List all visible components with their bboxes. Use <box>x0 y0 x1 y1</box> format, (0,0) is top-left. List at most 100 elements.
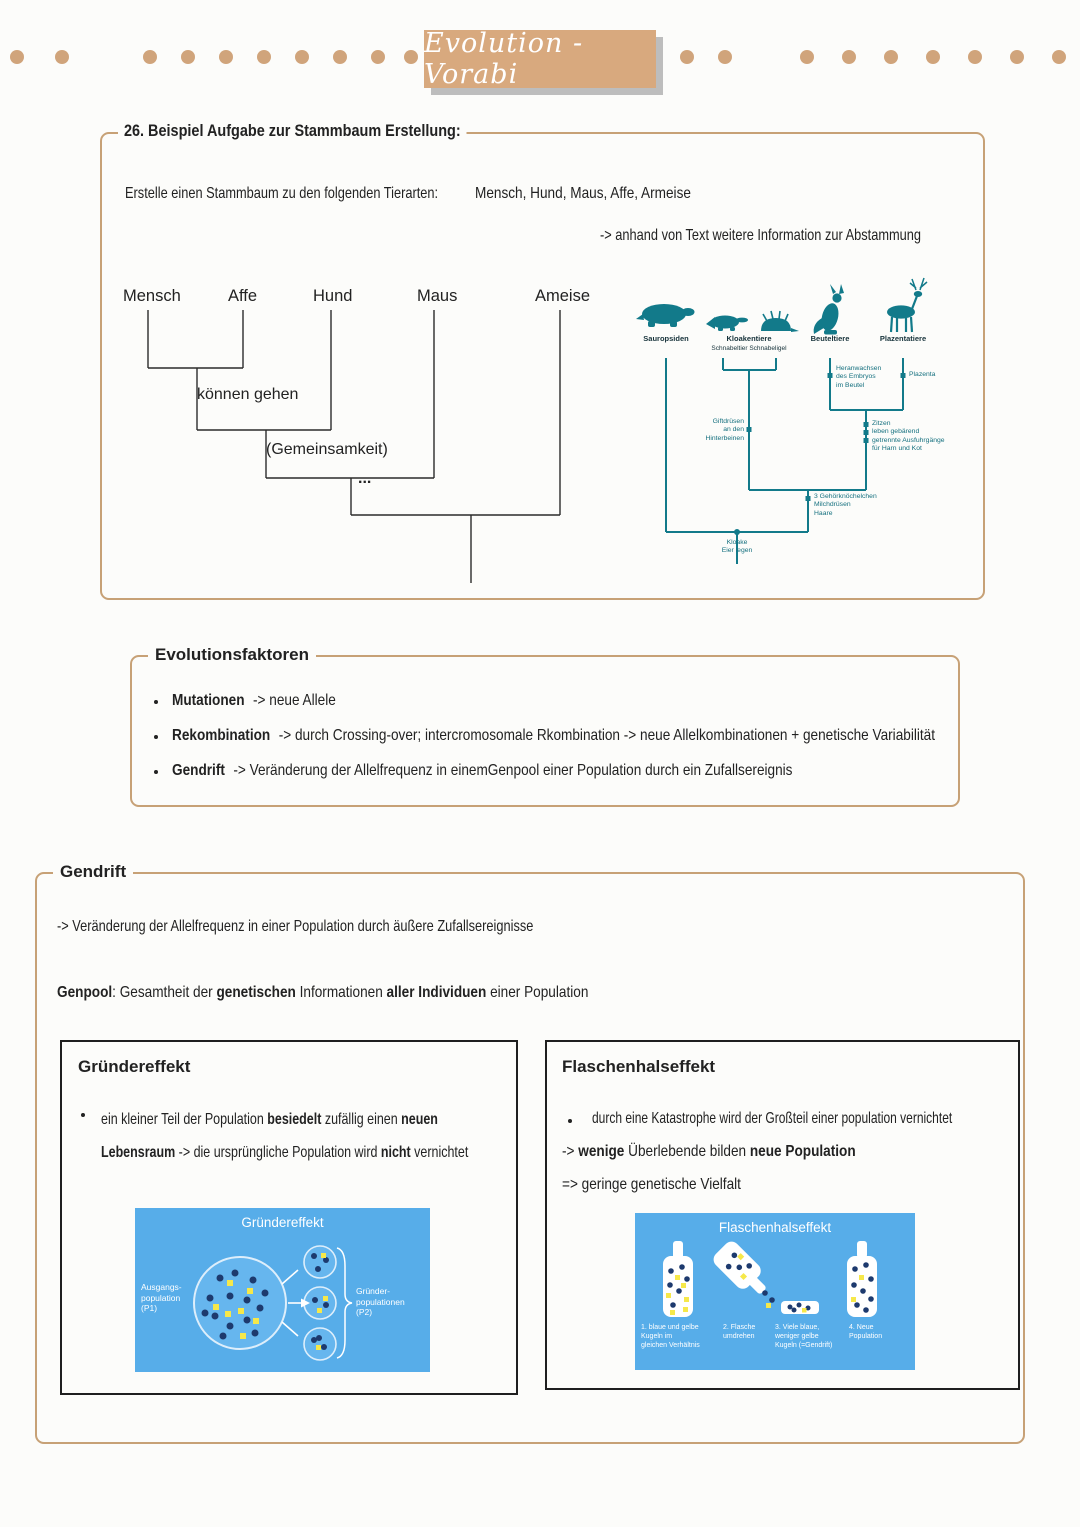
task-prompt: Erstelle einen Stammbaum zu den folgende… <box>125 185 439 202</box>
echidna-icon <box>761 310 799 332</box>
deer-icon <box>887 277 928 333</box>
text-segment: zufällig einen <box>321 1111 402 1128</box>
flaschenhals-box <box>545 1040 1020 1390</box>
gendrift-section <box>35 872 1025 1444</box>
trait-label-gehoerknoechelchen: 3 Gehörknöchelchen Milchdrüsen Haare <box>814 493 877 517</box>
text-segment: vernichtet <box>410 1143 469 1161</box>
trait-label-zitzen: Zitzen leben gebärend getrennte Ausfuhrg… <box>872 420 945 453</box>
bottle-2-icon <box>713 1241 766 1294</box>
decor-dot <box>10 50 24 64</box>
factor-item-rekombination: Rekombination-> durch Crossing-over; int… <box>172 727 935 745</box>
decor-dot <box>1052 50 1066 64</box>
text-segment: Informationen <box>295 984 387 1001</box>
founder-circle <box>303 1245 337 1279</box>
factor-item-mutationen: Mutationen -> neue Allele <box>172 692 336 710</box>
text-segment-bold: neuen <box>401 1111 438 1128</box>
tree-note-gemeinsamkeit: (Gemeinsamkeit) <box>266 441 388 458</box>
gruendereffekt-diagram-title: Gründereffekt <box>241 1215 324 1230</box>
factor-desc: -> neue Allele <box>253 692 336 709</box>
bottleneck-diagram-svg <box>663 1241 877 1317</box>
decor-dot <box>295 50 309 64</box>
stammbaum-section-label: 26. Beispiel Aufgabe zur Stammbaum Erste… <box>118 121 467 141</box>
decor-dot <box>55 50 69 64</box>
factor-item-gendrift: Gendrift-> Veränderung der Allelfrequenz… <box>172 762 792 780</box>
group-label-kloakentiere: Kloakentiere <box>726 334 772 343</box>
genpool-term: Genpool <box>57 984 113 1001</box>
trait-label-kloake: Kloake Eier legen <box>721 539 753 555</box>
text-segment: : Gesamtheit der <box>112 984 217 1001</box>
gendrift-label: Gendrift <box>53 862 134 882</box>
text-segment-bold: neue Population <box>749 1143 856 1160</box>
taxon-label-mensch: Mensch <box>123 287 181 305</box>
group-label-plazentatiere: Plazentatiere <box>879 334 927 343</box>
bullet-dot <box>154 700 158 704</box>
founder-circle <box>303 1327 337 1361</box>
decor-dot <box>143 50 157 64</box>
title-banner: Evolution - Vorabi <box>424 28 656 90</box>
text-segment: -> <box>562 1143 579 1160</box>
gruendereffekt-bullet: ein kleiner Teil der Population besiedel… <box>101 1104 468 1170</box>
source-population-circle <box>193 1256 287 1350</box>
evolutionsfaktoren-section <box>130 655 960 807</box>
founder-diagram-svg <box>193 1245 353 1361</box>
decor-dot <box>800 50 814 64</box>
evolutionsfaktoren-label: Evolutionsfaktoren <box>148 645 316 665</box>
bullet-dot <box>154 735 158 739</box>
taxon-label-affe: Affe <box>228 287 258 305</box>
gruendereffekt-heading: Gründereffekt <box>78 1057 191 1076</box>
flaschenhals-bullet: durch eine Katastrophe wird der Großteil… <box>592 1110 953 1127</box>
founder-brace <box>336 1247 353 1359</box>
decor-dot <box>371 50 385 64</box>
cladogram-svg <box>636 277 928 564</box>
group-label-beuteltiere: Beuteltiere <box>810 334 850 343</box>
tree-note-koennen-gehen: können gehen <box>197 386 299 403</box>
bottle-4-icon <box>847 1241 877 1317</box>
decor-dot <box>257 50 271 64</box>
trait-label-giftdruesen: Giftdrüsen an den Hinterbeinen <box>705 418 744 442</box>
task-species: Mensch, Hund, Maus, Affe, Armeise <box>475 185 691 202</box>
gruendereffekt-diagram: Gründereffekt <box>135 1208 430 1372</box>
flaschenhals-line3: => geringe genetische Vielfalt <box>562 1176 741 1193</box>
founder-population-label: Gründer- populationen (P2) <box>356 1286 405 1318</box>
text-segment: ein kleiner Teil der Population <box>101 1111 268 1128</box>
genpool-definition: Genpool: Gesamtheit der genetischen Info… <box>57 984 588 1002</box>
abstammung-hint: -> anhand von Text weitere Information z… <box>600 227 922 244</box>
decor-dot <box>404 50 418 64</box>
text-segment: einer Population <box>486 984 589 1001</box>
bottleneck-caption-2: 2. Flasche umdrehen <box>723 1324 756 1341</box>
decor-dot <box>219 50 233 64</box>
spilling-alleles <box>762 1290 775 1308</box>
bullet-dot <box>81 1113 85 1117</box>
bullet-dot <box>568 1119 572 1123</box>
text-segment: Überlebende bilden <box>624 1143 750 1160</box>
kangaroo-icon <box>813 284 844 335</box>
text-segment-bold: nicht <box>380 1143 411 1161</box>
trait-markers <box>734 373 906 535</box>
flaschenhals-heading: Flaschenhalseffekt <box>562 1057 716 1076</box>
decor-dot <box>718 50 732 64</box>
decor-dot <box>842 50 856 64</box>
stammbaum-section <box>100 132 985 600</box>
text-segment-bold: aller Individuen <box>386 984 487 1001</box>
taxon-label-ameise: Ameise <box>535 287 591 305</box>
founder-arrows <box>281 1269 301 1337</box>
source-population-label: Ausgangs- population (P1) <box>141 1282 182 1314</box>
decor-dot <box>1010 50 1024 64</box>
gruendereffekt-box <box>60 1040 518 1395</box>
platypus-icon <box>706 315 748 331</box>
flaschenhals-diagram-title: Flaschenhalseffekt <box>718 1220 832 1235</box>
text-segment-bold: Lebensraum <box>101 1143 176 1161</box>
factor-desc: -> Veränderung der Allelfrequenz in eine… <box>233 762 793 779</box>
turtle-icon <box>636 304 695 327</box>
factor-term: Mutationen <box>172 692 245 709</box>
taxon-label-hund: Hund <box>313 287 353 305</box>
text-segment: -> die ursprüngliche Population wird <box>175 1143 381 1161</box>
decor-dot <box>926 50 940 64</box>
animal-silhouettes <box>636 277 928 335</box>
gendrift-definition: -> Veränderung der Allelfrequenz in eine… <box>57 918 534 935</box>
trait-label-beutel: Heranwachsen des Embryos im Beutel <box>836 365 882 389</box>
group-label-sauropsiden: Sauropsiden <box>643 334 689 343</box>
decor-dot <box>884 50 898 64</box>
page-title: Evolution - Vorabi <box>424 28 584 90</box>
